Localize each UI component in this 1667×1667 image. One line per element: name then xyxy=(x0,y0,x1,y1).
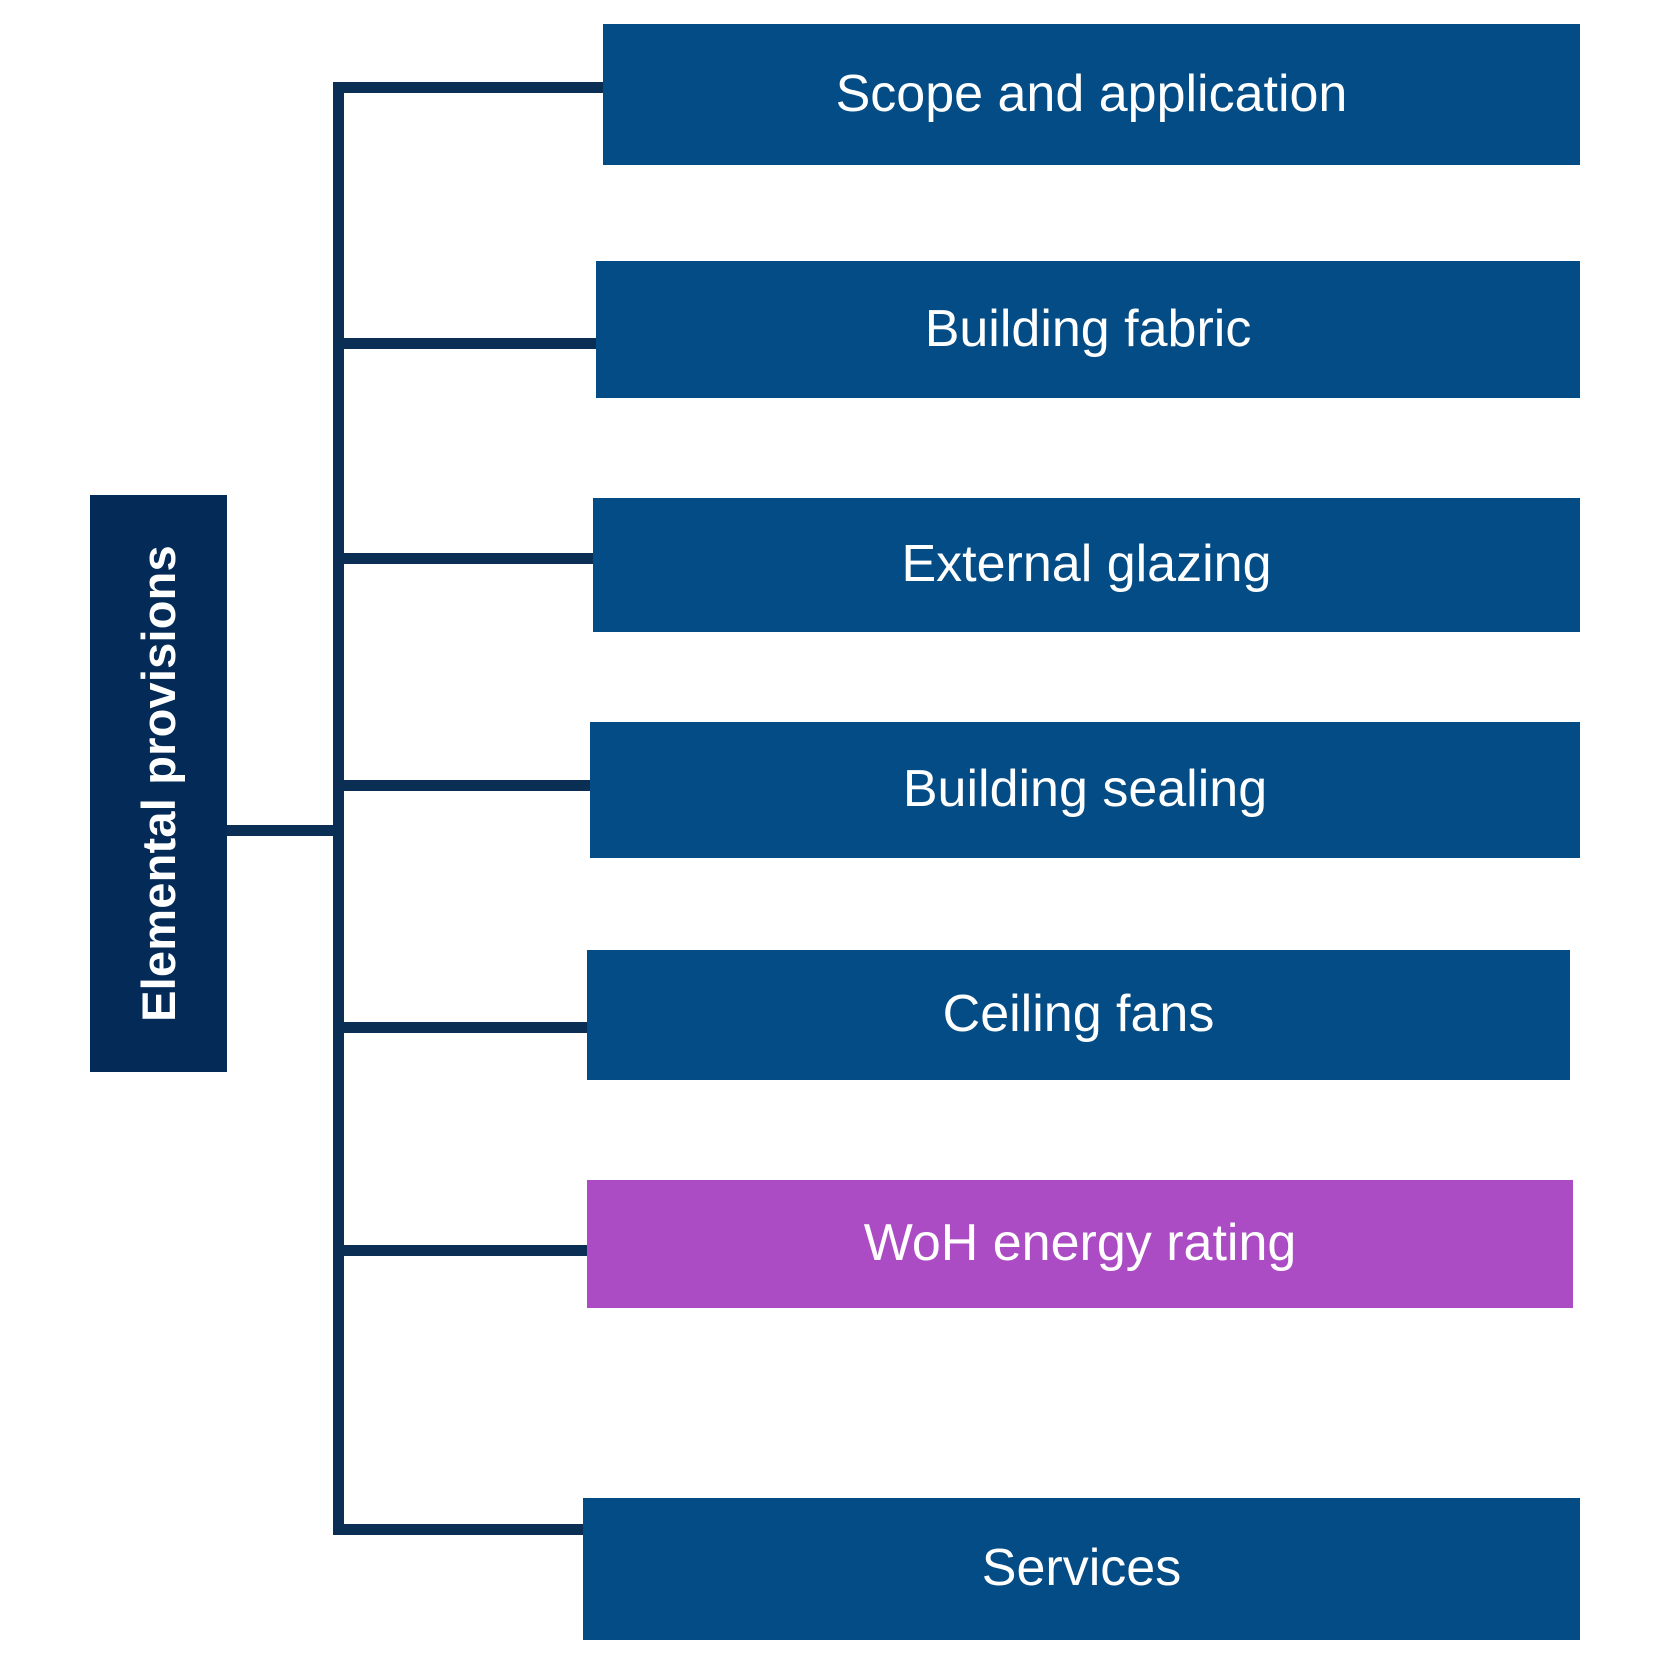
branch-node-scope-and-application[interactable]: Scope and application xyxy=(603,24,1580,165)
root-node-elemental-provisions[interactable]: Elemental provisions xyxy=(90,495,227,1072)
connector-stub-3 xyxy=(333,553,630,564)
branch-node-label-2: Building fabric xyxy=(924,299,1252,358)
branch-node-label-7: Services xyxy=(981,1539,1182,1598)
branch-node-ceiling-fans[interactable]: Ceiling fans xyxy=(587,950,1570,1080)
branch-node-building-fabric[interactable]: Building fabric xyxy=(596,261,1580,398)
branch-node-label-3: External glazing xyxy=(901,535,1272,594)
branch-node-label-4: Building sealing xyxy=(902,760,1268,819)
connector-stub-4 xyxy=(333,780,625,791)
branch-node-label-5: Ceiling fans xyxy=(942,985,1215,1044)
connector-stub-1 xyxy=(333,82,630,93)
root-node-label: Elemental provisions xyxy=(132,545,186,1022)
branch-node-external-glazing[interactable]: External glazing xyxy=(593,498,1580,632)
connector-stub-6 xyxy=(333,1245,625,1256)
branch-node-services[interactable]: Services xyxy=(583,1498,1580,1640)
branch-node-label-1: Scope and application xyxy=(835,64,1348,123)
branch-node-building-sealing[interactable]: Building sealing xyxy=(590,722,1580,858)
branch-node-woh-energy-rating[interactable]: WoH energy rating xyxy=(587,1180,1573,1308)
connector-stub-5 xyxy=(333,1022,625,1033)
connector-trunk-spine xyxy=(333,87,344,1535)
connector-stub-2 xyxy=(333,338,630,349)
connector-stub-7 xyxy=(333,1524,625,1535)
connector-root-to-trunk xyxy=(227,825,344,836)
branch-node-label-6: WoH energy rating xyxy=(863,1214,1297,1273)
